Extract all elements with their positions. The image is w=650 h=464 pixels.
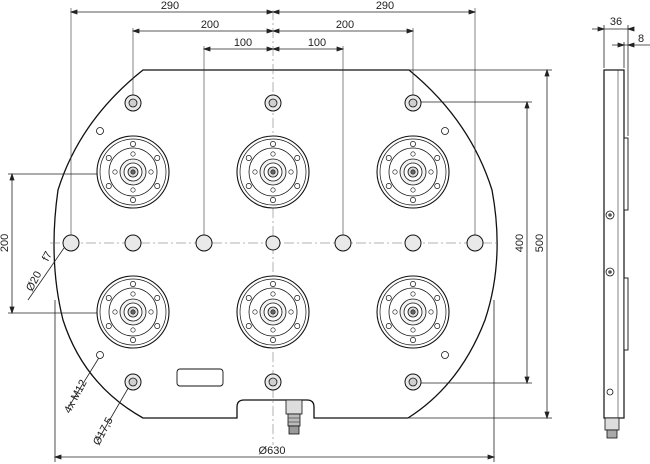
hole-leader — [97, 384, 131, 441]
name-plate — [176, 368, 224, 387]
clamping-module — [236, 275, 310, 349]
dim-200-right: 200 — [336, 19, 354, 31]
middle-row-holes — [62, 234, 484, 252]
top-row-holes — [124, 94, 422, 112]
dim-thread: 4x M12 — [62, 378, 90, 415]
clamping-module — [96, 135, 170, 209]
dim-pin-tolerance: f7 — [40, 250, 55, 264]
bottom-connector — [285, 399, 303, 435]
dim-200-vertical: 200 — [0, 234, 11, 252]
dim-hole-diameter: Ø17,5 — [91, 415, 116, 447]
dim-630: Ø630 — [259, 445, 286, 457]
left-200-dimension — [8, 172, 100, 315]
m12-holes — [96, 127, 449, 359]
dim-290-left: 290 — [161, 0, 179, 12]
side-view — [603, 69, 629, 439]
dim-200-left: 200 — [201, 19, 219, 31]
clamping-module — [376, 135, 450, 209]
bottom-row-holes — [124, 373, 422, 391]
dim-8: 8 — [638, 33, 644, 45]
dim-100-right: 100 — [308, 37, 326, 49]
clamping-module — [236, 135, 310, 209]
dim-500: 500 — [534, 234, 546, 252]
pin-leader — [27, 247, 65, 301]
side-view-dimensions — [592, 25, 650, 136]
clamping-module — [376, 275, 450, 349]
top-dimension-lines — [69, 9, 477, 52]
dim-290-right: 290 — [376, 0, 394, 12]
right-dimensions — [409, 68, 552, 420]
clamping-module — [96, 275, 170, 349]
dim-36: 36 — [610, 16, 622, 28]
dim-100-left: 100 — [234, 37, 252, 49]
diameter-630-dimension — [53, 300, 496, 462]
clamping-modules — [96, 135, 450, 349]
thread-leader — [67, 355, 101, 409]
top-extension-lines — [70, 8, 476, 235]
dim-pin-diameter: Ø20 — [24, 269, 44, 293]
dim-400: 400 — [514, 234, 526, 252]
